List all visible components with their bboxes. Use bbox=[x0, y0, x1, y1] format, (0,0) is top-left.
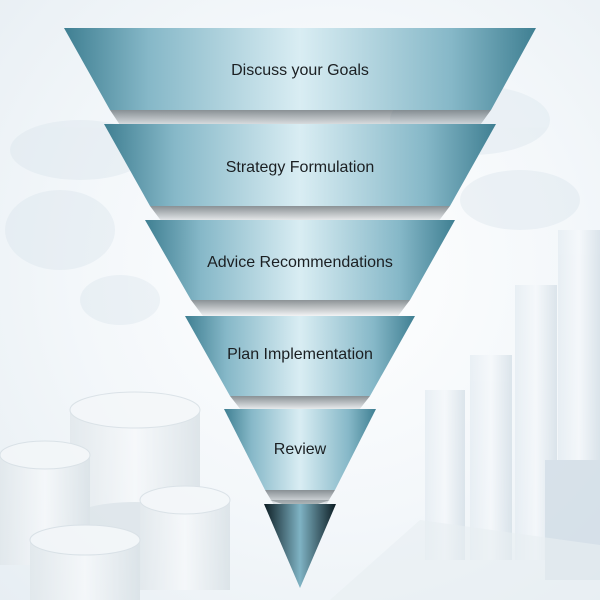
stage-shadow bbox=[110, 110, 491, 128]
stage-band bbox=[145, 220, 455, 300]
stage-band bbox=[185, 316, 415, 396]
funnel-stage-5: Review bbox=[224, 409, 376, 505]
background-bar bbox=[470, 355, 512, 560]
stage-band bbox=[104, 124, 496, 206]
funnel-tip bbox=[264, 500, 336, 588]
stage-label: Strategy Formulation bbox=[226, 159, 375, 176]
tip-cone bbox=[264, 504, 336, 588]
funnel-stage-2: Strategy Formulation bbox=[104, 124, 496, 222]
funnel-stage-4: Plan Implementation bbox=[185, 316, 415, 410]
stage-shadow bbox=[150, 206, 450, 222]
bar-chart-illustration bbox=[425, 230, 600, 580]
funnel-stage-3: Advice Recommendations bbox=[145, 220, 455, 316]
stacked-coins-illustration bbox=[0, 391, 231, 600]
funnel-stage-1: Discuss your Goals bbox=[64, 28, 536, 128]
stage-label: Plan Implementation bbox=[227, 346, 373, 363]
stage-label: Discuss your Goals bbox=[231, 62, 369, 79]
stage-shadow bbox=[191, 300, 410, 316]
stage-band bbox=[224, 409, 376, 490]
stage-band bbox=[64, 28, 536, 110]
stage-label: Review bbox=[274, 441, 327, 458]
stage-shadow bbox=[265, 490, 335, 505]
coin-stack bbox=[139, 485, 231, 590]
document-illustration bbox=[330, 520, 600, 600]
stage-shadow bbox=[230, 396, 370, 410]
coin-stack bbox=[29, 524, 141, 600]
stage-label: Advice Recommendations bbox=[207, 254, 393, 271]
